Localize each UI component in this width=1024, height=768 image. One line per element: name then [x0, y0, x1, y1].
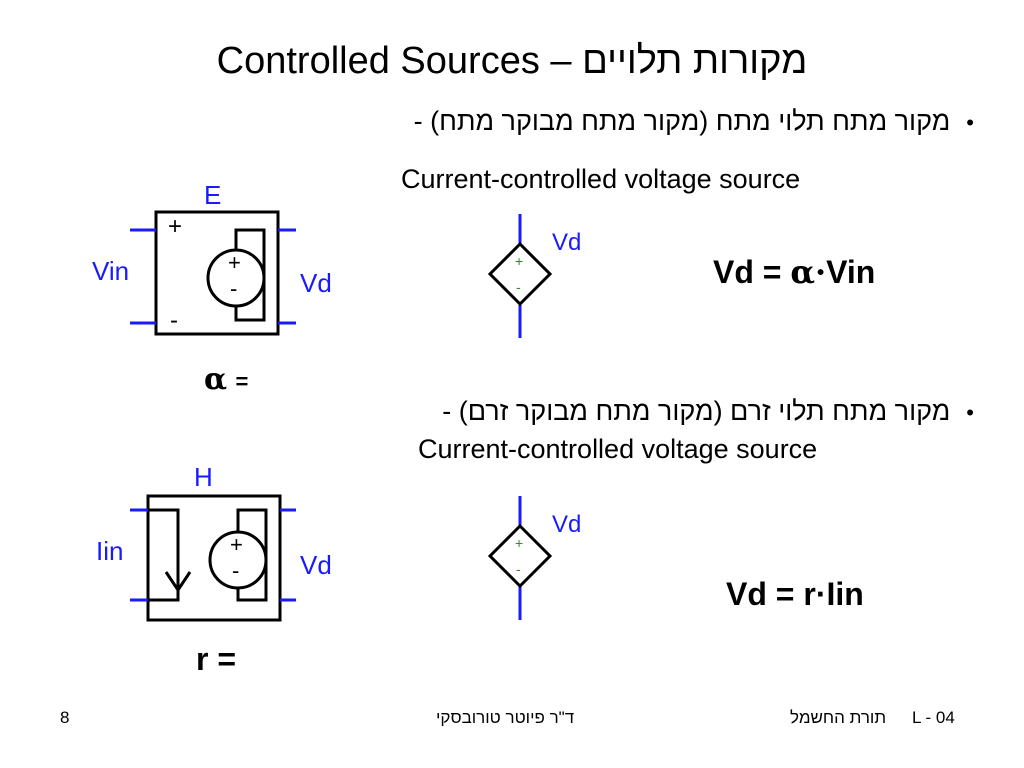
bullet-1-english: Current-controlled voltage source: [401, 164, 801, 194]
vcvs-gain-equals: =: [235, 369, 249, 394]
ccvs-equation: Vd = r·Iin: [726, 576, 864, 612]
ccvs-symbol-label: Vd: [552, 511, 581, 538]
ccvs-source-circle: [208, 530, 268, 590]
bullet-1-hebrew: מקור מתח תלוי מתח (מקור מתח מבוקר מתח) -: [413, 106, 951, 136]
bullet-2-english: Current-controlled voltage source: [418, 434, 818, 464]
ccvs-input-label: Iin: [96, 536, 123, 566]
ccvs-symbol-plus: +: [515, 535, 523, 551]
vcvs-source-minus: -: [230, 276, 237, 301]
ccvs-gain-label: r =: [196, 641, 237, 677]
bullet-2-hebrew: מקור מתח תלוי זרם (מקור מתח מבוקר זרם) -: [442, 396, 951, 426]
vcvs-gain-symbol: α: [204, 362, 228, 397]
vcvs-block-diagram: E + - + - Vin Vd: [92, 180, 332, 336]
vcvs-symbol-minus: -: [516, 279, 521, 295]
vcvs-source-plus: +: [228, 250, 241, 275]
vcvs-equation-dot: ·: [814, 253, 827, 291]
ccvs-output-label: Vd: [300, 550, 332, 580]
footer-lecture: L - 04: [912, 708, 955, 727]
vcvs-symbol-plus: +: [515, 253, 523, 269]
ccvs-source-plus: +: [230, 532, 243, 557]
vcvs-source-circle: [206, 248, 266, 308]
vcvs-box: [154, 210, 280, 336]
footer-author: ד"ר פיוטר טורובסקי: [436, 708, 575, 727]
slide-title: Controlled Sources – מקורות תלויים: [216, 40, 808, 82]
vcvs-plus-terminal: +: [168, 213, 182, 240]
bullet-1: • מקור מתח תלוי מתח (מקור מתח מבוקר מתח)…: [274, 104, 974, 140]
vcvs-input-label: Vin: [92, 256, 129, 286]
vcvs-symbol-diamond: [487, 241, 553, 307]
ccvs-symbol-diamond: [487, 523, 553, 589]
ccvs-block-diagram: H + - Iin Vd: [96, 462, 332, 622]
footer-course: תורת החשמל: [790, 708, 887, 727]
vcvs-gain-label: α =: [204, 362, 248, 400]
bullet-2-dot: •: [966, 400, 974, 425]
footer-page-number: 8: [60, 708, 70, 727]
ccvs-symbol-minus: -: [516, 561, 521, 577]
vcvs-equation: Vd = α·Vin: [713, 253, 875, 291]
ccvs-dependent-symbol: + - Vd: [487, 496, 581, 620]
vcvs-equation-symbol: α: [790, 253, 815, 291]
vcvs-block-label: E: [204, 180, 221, 210]
ccvs-current-arrow-icon: [164, 571, 192, 593]
bullet-1-dot: •: [966, 110, 974, 135]
vcvs-equation-rhs: Vin: [826, 254, 876, 290]
vcvs-minus-terminal: -: [170, 307, 178, 334]
ccvs-sense-branch: [148, 508, 180, 602]
vcvs-dependent-symbol: + - Vd: [487, 214, 581, 338]
bullet-2: • מקור מתח תלוי זרם (מקור מתח מבוקר זרם)…: [274, 394, 974, 430]
ccvs-block-label: H: [194, 462, 213, 492]
vcvs-equation-lhs: Vd =: [713, 254, 791, 290]
ccvs-source-minus: -: [232, 558, 239, 583]
vcvs-output-label: Vd: [300, 268, 332, 298]
ccvs-box: [146, 494, 282, 622]
vcvs-symbol-label: Vd: [552, 229, 581, 256]
